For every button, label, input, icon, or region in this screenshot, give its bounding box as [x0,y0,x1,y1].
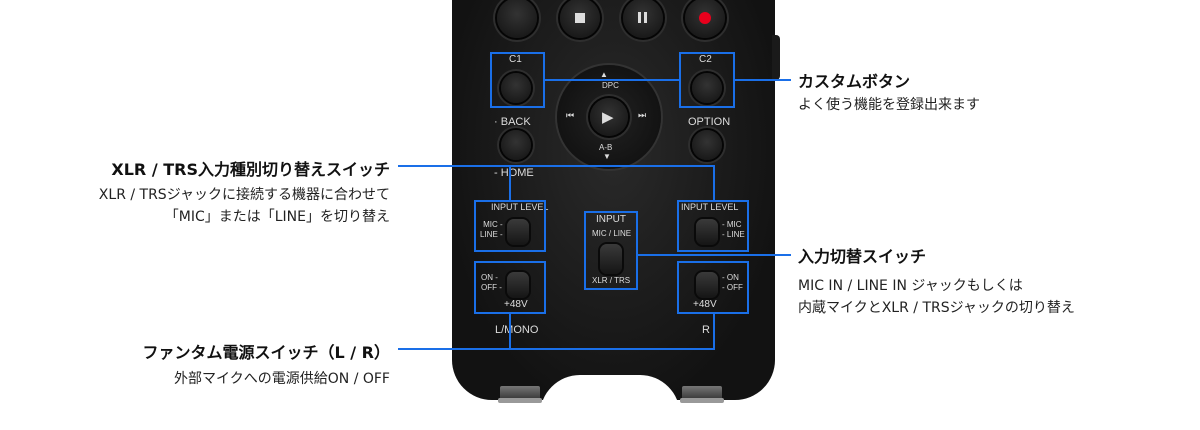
input-level-left-switch[interactable] [507,219,529,245]
phantom-right-switch[interactable] [696,272,718,298]
mic-line-label: MIC / LINE [592,229,632,238]
on-off-left-labels: ON -OFF - [481,273,502,292]
play-icon: ▶ [602,109,614,126]
lmono-label: L/MONO [495,324,539,336]
xlr-switch-desc-1: XLR / TRSジャックに接続する機器に合わせて [98,187,390,203]
c1-highlight [490,52,545,108]
input-switch-title: 入力切替スイッチ [798,247,927,266]
phantom-left-rise [509,314,511,349]
side-button [772,35,780,80]
on-off-right-labels: - ON- OFF [722,273,743,292]
c2-label: C2 [699,54,712,65]
xlr-switch-title: XLR / TRS入力種別切り替えスイッチ [111,160,390,179]
c1-label: C1 [509,54,522,65]
down-arrow-icon: ▼ [603,152,611,161]
option-button[interactable] [692,130,722,160]
menu-button[interactable] [497,0,537,38]
input-level-right-label: INPUT LEVEL [681,202,739,212]
phantom-leader-line [398,348,715,350]
off-text: OFF [726,283,743,292]
input-level-right-switch[interactable] [696,219,718,245]
xlr-left-drop [509,165,511,200]
xlr-right-drop [713,165,715,200]
on-text: ON [726,273,739,282]
record-icon [699,12,711,24]
left-foot-base [498,398,542,403]
up-arrow-icon: ▲ [600,70,608,79]
pause-icon [638,12,641,23]
right-foot [682,386,722,400]
stop-button[interactable] [560,0,600,38]
device-bottom-cutout [540,375,680,415]
off-text: OFF [481,283,497,292]
input-level-left-highlight [474,200,546,252]
c2-button[interactable] [692,73,722,103]
back-button[interactable] [501,130,531,160]
phantom-switch-title: ファンタム電源スイッチ（L / R） [142,343,390,362]
custom-leader-line [735,79,791,81]
left-foot [500,386,540,400]
phantom-right-rise [713,314,715,349]
pause-button[interactable] [623,0,663,38]
line-text: LINE [480,230,498,239]
c1-button[interactable] [501,73,531,103]
phantom-switch-desc: 外部マイクへの電源供給ON / OFF [174,371,390,387]
custom-connector-line [545,79,679,81]
input-level-right-highlight [677,200,749,252]
mic-text: MIC [726,220,742,229]
48v-left-label: +48V [504,299,528,310]
input-switch-desc-2: 内蔵マイクとXLR / TRSジャックの切り替え [798,300,1075,316]
custom-button-title: カスタムボタン [798,72,911,91]
input-level-left-label: INPUT LEVEL [491,202,549,212]
home-label: - HOME [494,167,534,179]
home-text: HOME [500,167,534,179]
phantom-left-switch[interactable] [507,272,529,298]
play-button[interactable]: ▶ [590,98,628,136]
phantom-left-highlight [474,261,546,314]
r-label: R [702,324,710,336]
mic-line-left-labels: MIC -LINE - [480,220,503,239]
input-leader-line [638,254,791,256]
back-text: BACK [500,116,531,128]
record-button[interactable] [685,0,725,38]
input-switch[interactable] [600,244,622,274]
fast-forward-icon: ⏭ [638,110,647,120]
right-foot-base [680,398,724,403]
stop-icon [575,13,585,23]
rewind-icon: ⏮ [566,110,575,120]
xlr-leader-line [398,165,715,167]
c2-highlight [679,52,735,108]
input-label: INPUT [596,214,626,225]
input-switch-highlight [584,211,638,290]
on-text: ON [481,273,493,282]
back-label: · BACK [494,116,531,128]
48v-right-label: +48V [693,299,717,310]
input-switch-desc-1: MIC IN / LINE IN ジャックもしくは [798,278,1023,294]
xlr-trs-label: XLR / TRS [592,276,631,285]
line-text: LINE [726,230,745,239]
xlr-switch-desc-2: 「MIC」または「LINE」を切り替え [164,209,390,225]
phantom-right-highlight [677,261,749,314]
option-label: OPTION [688,116,731,128]
dpc-label: DPC [602,81,619,90]
ab-label: A-B [599,143,613,152]
custom-button-desc: よく使う機能を登録出来ます [798,97,980,113]
mic-text: MIC [483,220,498,229]
mic-line-right-labels: - MIC- LINE [722,220,745,239]
